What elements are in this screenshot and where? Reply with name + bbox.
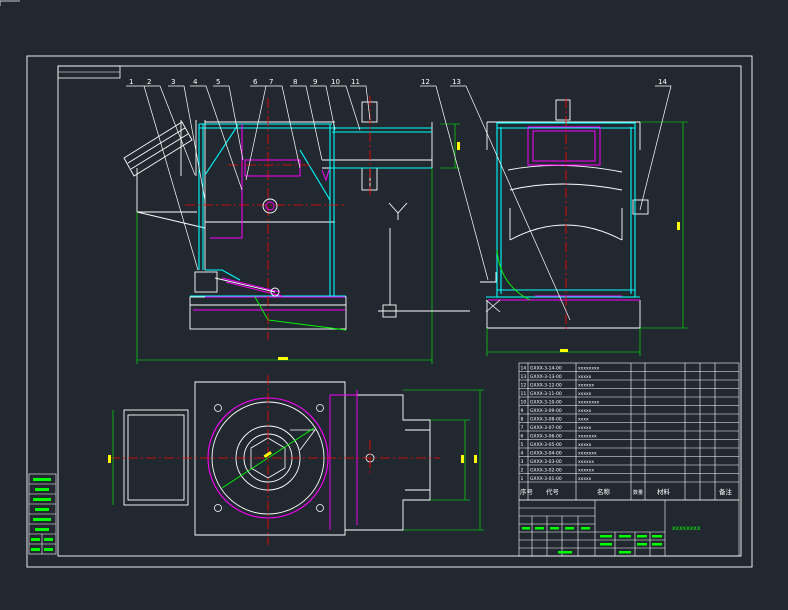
drawing-title: xxxxxxxx (672, 525, 701, 532)
bom-row-seq: 14 (521, 365, 527, 371)
bom-row-seq: 1 (521, 476, 524, 482)
plan-magenta-lines (329, 390, 358, 530)
plan-body-outline (123, 381, 431, 536)
side-dimensions (486, 121, 688, 356)
bom-row-seq: 4 (521, 450, 524, 456)
bom-row-code: GXXX-3-07-00 (530, 425, 562, 431)
bom-row-name: xxxxxxxx (578, 400, 600, 405)
front-drain-symbol (378, 202, 470, 318)
side-cross-mark (485, 299, 501, 313)
bom-row-code: GXXX-3-04-00 (530, 450, 562, 456)
title-block: xxxxxxxx (518, 499, 740, 557)
callout-13: 13 (452, 78, 461, 86)
callout-leader-lines (126, 85, 672, 321)
bom-header-row: 序号 代号 名称 数量 材料 备注 (520, 487, 733, 496)
front-center-axes (185, 96, 371, 340)
plan-view (108, 375, 484, 545)
front-section-view (123, 96, 470, 364)
bom-row-name: xxxxxx (578, 468, 594, 473)
bom-row-seq: 2 (521, 467, 524, 473)
callout-1: 1 (129, 78, 133, 86)
bom-header-name: 名称 (597, 487, 611, 496)
bom-row-name: xxxxx (578, 477, 592, 482)
callout-numbers: 1 2 3 4 5 6 7 8 9 10 11 12 13 14 (129, 78, 667, 86)
front-body-outline (136, 101, 433, 330)
left-side-stamp-marks (31, 478, 53, 551)
plan-dimensions (112, 389, 484, 531)
bom-row-code: GXXX-3-14-00 (530, 365, 562, 371)
side-view (480, 98, 688, 356)
bom-row-name: xxxxxxx (578, 434, 597, 439)
callout-5: 5 (216, 78, 220, 86)
bom-row-code: GXXX-3-05-00 (530, 442, 562, 448)
bom-row-name: xxxxx (578, 375, 592, 380)
bom-row-code: GXXX-3-10-00 (530, 399, 562, 405)
callout-11: 11 (351, 78, 360, 86)
inlet-chute (123, 121, 193, 177)
sheet-inner-frame (57, 65, 742, 557)
callout-2: 2 (147, 78, 151, 86)
callout-6: 6 (253, 78, 258, 86)
bom-header-seq: 序号 (520, 487, 534, 496)
bom-row-code: GXXX-3-03-00 (530, 459, 562, 465)
callout-7: 7 (269, 78, 273, 86)
bom-row-name: xxxxx (578, 443, 592, 448)
bom-row-name: xxxx (578, 417, 589, 422)
side-cyan-shell (486, 122, 640, 298)
callout-3: 3 (171, 78, 175, 86)
front-tension-arm (194, 271, 280, 297)
bom-row-name: xxxxxxxx (578, 366, 600, 371)
bom-row-name: xxxxx (578, 392, 592, 397)
callout-9: 9 (313, 78, 317, 86)
bom-header-material: 材料 (657, 487, 671, 496)
callout-10: 10 (331, 78, 340, 86)
side-body-outline (480, 99, 649, 329)
bom-row-code: GXXX-3-09-00 (530, 408, 562, 414)
bom-row-name: xxxxxx (578, 383, 594, 388)
sheet-outer-frame (26, 55, 753, 568)
bom-row-seq: 8 (521, 416, 524, 422)
plan-center-axes (110, 375, 440, 545)
bom-row-seq: 13 (521, 374, 527, 380)
bom-row-seq: 6 (521, 433, 524, 439)
bom-row-seq: 7 (521, 425, 524, 431)
front-cyan-shell (190, 123, 432, 297)
bom-row-name: xxxxxx (578, 460, 594, 465)
callout-14: 14 (658, 78, 667, 86)
bom-row-code: GXXX-3-13-00 (530, 374, 562, 380)
bom-row-seq: 9 (521, 408, 524, 414)
callout-12: 12 (421, 78, 430, 86)
bom-row-seq: 12 (521, 382, 527, 388)
bom-row-code: GXXX-3-02-00 (530, 467, 562, 473)
bom-row-seq: 11 (521, 391, 527, 397)
bom-header-note: 备注 (719, 487, 733, 496)
bom-row-name: xxxxxxx (578, 451, 597, 456)
bom-row-seq: 10 (521, 399, 527, 405)
bom-row-code: GXXX-3-11-00 (530, 391, 562, 397)
side-magenta-parts (488, 126, 640, 301)
callout-8: 8 (293, 78, 297, 86)
bom-row-name: xxxxx (578, 409, 592, 414)
bom-row-code: GXXX-3-12-00 (530, 382, 562, 388)
bom-row-name: xxxxx (578, 426, 592, 431)
bom-row-seq: 5 (521, 442, 524, 448)
side-green-cut-line (496, 249, 531, 301)
bom-header-qty: 数量 (633, 489, 643, 496)
front-feed-hole (262, 198, 278, 214)
bom-row-code: GXXX-3-06-00 (530, 433, 562, 439)
bom-row-seq: 3 (521, 459, 524, 465)
bom-row-code: GXXX-3-01-00 (530, 476, 562, 482)
bom-row-code: GXXX-3-08-00 (530, 416, 562, 422)
front-green-cut-line (254, 296, 347, 331)
top-left-marker (0, 0, 20, 6)
left-side-stamp-blocks (28, 473, 57, 555)
bom-header-code: 代号 (546, 487, 560, 496)
front-magenta-parts (193, 124, 345, 311)
callout-4: 4 (193, 78, 198, 86)
